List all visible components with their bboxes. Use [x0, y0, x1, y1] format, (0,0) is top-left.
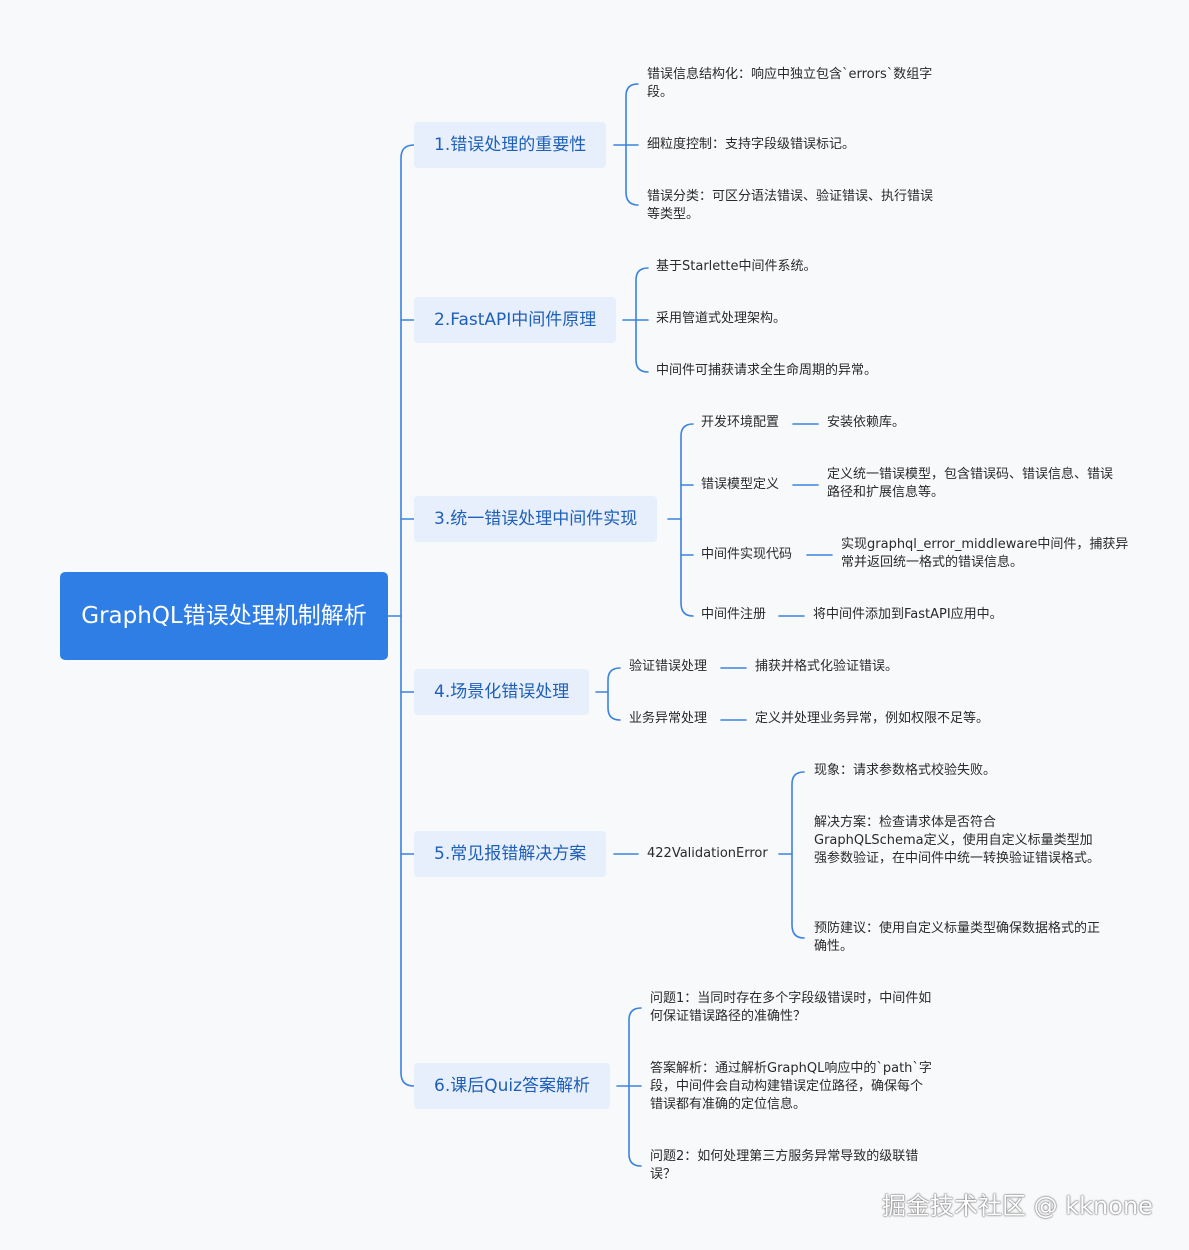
leaf-node: 解决方案：检查请求体是否符合GraphQLSchema定义，使用自定义标量类型加…	[814, 815, 1101, 866]
branch-node-4[interactable]: 4.场景化错误处理	[414, 669, 590, 715]
sub-node[interactable]: 中间件实现代码	[701, 547, 793, 562]
sub-node[interactable]: 开发环境配置	[701, 415, 780, 430]
leaf-node: 将中间件添加到FastAPI应用中。	[813, 607, 1003, 622]
branch-node-5[interactable]: 5.常见报错解决方案	[414, 831, 607, 877]
sub-node[interactable]: 验证错误处理	[629, 659, 708, 674]
branch-node-2[interactable]: 2.FastAPI中间件原理	[414, 297, 617, 343]
leaf-node: 答案解析：通过解析GraphQL响应中的`path`字段，中间件会自动构建错误定…	[650, 1061, 932, 1112]
leaf-node: 安装依赖库。	[827, 415, 906, 430]
watermark: 掘金技术社区 @ kknone	[882, 1192, 1153, 1220]
root-title: GraphQL错误处理机制解析	[81, 603, 367, 629]
leaf-node: 错误分类：可区分语法错误、验证错误、执行错误等类型。	[647, 189, 934, 222]
root-node[interactable]: GraphQL错误处理机制解析	[60, 572, 388, 660]
branch-node-3[interactable]: 3.统一错误处理中间件实现	[414, 496, 658, 542]
branch-node-1[interactable]: 1.错误处理的重要性	[414, 122, 607, 168]
sub-node[interactable]: 422ValidationError	[647, 846, 768, 861]
leaf-node: 定义并处理业务异常，例如权限不足等。	[755, 711, 990, 726]
leaf-node: 错误信息结构化：响应中独立包含`errors`数组字段。	[647, 67, 933, 100]
leaf-node: 基于Starlette中间件系统。	[656, 259, 817, 274]
sub-node[interactable]: 业务异常处理	[629, 711, 708, 726]
leaf-node: 实现graphql_error_middleware中间件，捕获异常并返回统一格…	[841, 537, 1129, 570]
sub-node[interactable]: 中间件注册	[701, 607, 767, 622]
leaf-node: 预防建议：使用自定义标量类型确保数据格式的正确性。	[814, 921, 1101, 954]
leaf-node: 定义统一错误模型，包含错误码、错误信息、错误路径和扩展信息等。	[827, 467, 1114, 500]
leaf-node: 细粒度控制：支持字段级错误标记。	[647, 137, 856, 152]
leaf-node: 问题2：如何处理第三方服务异常导致的级联错误？	[650, 1149, 919, 1182]
leaf-node: 现象：请求参数格式校验失败。	[814, 763, 997, 778]
leaf-node: 捕获并格式化验证错误。	[755, 659, 899, 674]
branch-node-6[interactable]: 6.课后Quiz答案解析	[414, 1063, 611, 1109]
leaf-node: 中间件可捕获请求全生命周期的异常。	[656, 363, 878, 378]
sub-node[interactable]: 错误模型定义	[701, 477, 780, 492]
leaf-node: 问题1：当同时存在多个字段级错误时，中间件如何保证错误路径的准确性？	[650, 991, 932, 1024]
leaf-node: 采用管道式处理架构。	[656, 311, 787, 326]
